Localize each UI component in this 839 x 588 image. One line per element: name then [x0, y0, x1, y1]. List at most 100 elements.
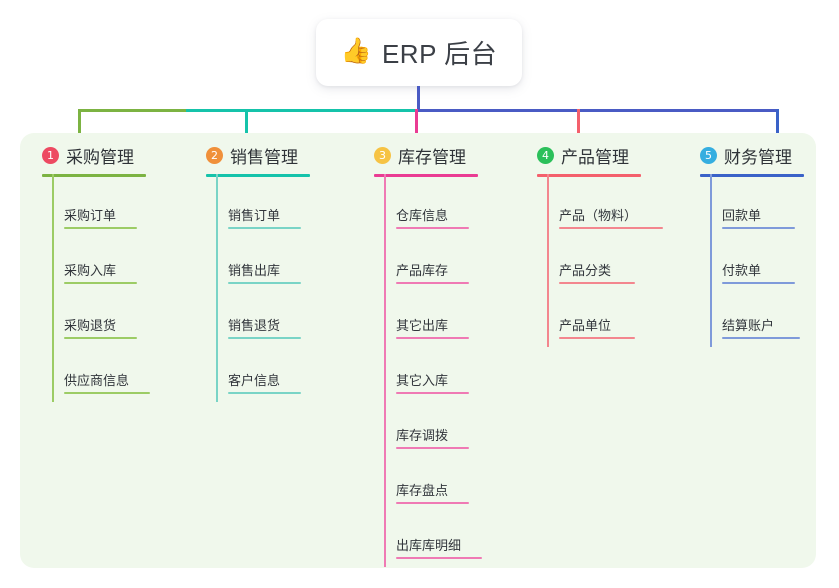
- column-header-rule-5: [700, 174, 804, 177]
- list-item-rule: [722, 227, 795, 229]
- root-node[interactable]: 👍 ERP 后台: [316, 19, 522, 86]
- list-item-label: 其它出库: [396, 318, 449, 333]
- connector-drop-4: [577, 109, 580, 145]
- list-item-rule: [396, 392, 469, 394]
- column-header-rule-3: [374, 174, 478, 177]
- list-item-rule: [228, 282, 301, 284]
- list-item-rule: [396, 502, 469, 504]
- list-item-rule: [228, 392, 301, 394]
- column-purchase-management: 1 采购管理 采购订单 采购入库 采购退货 供应商信息: [42, 133, 192, 568]
- list-item-label: 回款单: [722, 208, 762, 223]
- diagram-panel: [20, 133, 816, 568]
- list-item[interactable]: 库存调拨: [396, 415, 482, 449]
- list-item[interactable]: 产品（物料）: [559, 195, 677, 229]
- column-inventory-management: 3 库存管理 仓库信息 产品库存 其它出库 其它入库 库存调拨 库存盘点: [374, 133, 524, 568]
- list-item[interactable]: 仓库信息: [396, 195, 482, 229]
- list-item[interactable]: 采购退货: [64, 305, 150, 339]
- list-item[interactable]: 出库库明细: [396, 525, 496, 559]
- column-stem-5: [710, 174, 712, 347]
- list-item-label: 销售退货: [228, 318, 281, 333]
- list-item-label: 结算账户: [722, 318, 775, 333]
- list-item[interactable]: 客户信息: [228, 360, 314, 394]
- connector-bar-segment-blue: [417, 109, 778, 112]
- list-item-rule: [64, 282, 137, 284]
- list-item-rule: [559, 282, 635, 284]
- column-header-5[interactable]: 5 财务管理: [700, 143, 792, 168]
- list-item[interactable]: 付款单: [722, 250, 808, 284]
- column-header-rule-1: [42, 174, 146, 177]
- list-item-label: 仓库信息: [396, 208, 449, 223]
- thumbs-up-icon: 👍: [340, 37, 372, 65]
- column-product-management: 4 产品管理 产品（物料） 产品分类 产品单位: [537, 133, 697, 568]
- column-badge-5: 5: [700, 147, 717, 164]
- column-header-rule-4: [537, 174, 641, 177]
- list-item[interactable]: 产品分类: [559, 250, 645, 284]
- list-item-rule: [559, 337, 635, 339]
- list-item-label: 出库库明细: [396, 538, 462, 553]
- list-item-rule: [722, 337, 800, 339]
- connector-drop-2: [245, 109, 248, 145]
- list-item-label: 产品分类: [559, 263, 612, 278]
- list-item-rule: [64, 227, 137, 229]
- list-item-label: 库存盘点: [396, 483, 449, 498]
- list-item-rule: [396, 447, 469, 449]
- list-item-label: 产品单位: [559, 318, 612, 333]
- root-node-label: ERP 后台: [381, 39, 498, 69]
- list-item[interactable]: 回款单: [722, 195, 808, 229]
- list-item-label: 销售出库: [228, 263, 281, 278]
- connector-drop-3: [415, 109, 418, 145]
- list-item[interactable]: 产品库存: [396, 250, 482, 284]
- list-item[interactable]: 供应商信息: [64, 360, 164, 394]
- list-item[interactable]: 结算账户: [722, 305, 808, 339]
- list-item-label: 库存调拨: [396, 428, 449, 443]
- list-item-rule: [722, 282, 795, 284]
- list-item-label: 产品库存: [396, 263, 449, 278]
- column-header-2[interactable]: 2 销售管理: [206, 143, 298, 168]
- list-item[interactable]: 产品单位: [559, 305, 645, 339]
- list-item-rule: [396, 557, 482, 559]
- list-item[interactable]: 采购订单: [64, 195, 150, 229]
- column-stem-3: [384, 174, 386, 567]
- list-item-label: 客户信息: [228, 373, 281, 388]
- list-item[interactable]: 库存盘点: [396, 470, 482, 504]
- connector-bar-segment-green: [78, 109, 186, 112]
- list-item-label: 其它入库: [396, 373, 449, 388]
- column-badge-1: 1: [42, 147, 59, 164]
- list-item-label: 付款单: [722, 263, 762, 278]
- root-trunk-connector: [417, 86, 420, 111]
- list-item-label: 采购退货: [64, 318, 117, 333]
- list-item-label: 销售订单: [228, 208, 281, 223]
- list-item-rule: [396, 337, 469, 339]
- column-title-3: 库存管理: [398, 148, 466, 167]
- list-item[interactable]: 销售订单: [228, 195, 314, 229]
- list-item-rule: [228, 337, 301, 339]
- column-finance-management: 5 财务管理 回款单 付款单 结算账户: [700, 133, 839, 568]
- list-item[interactable]: 采购入库: [64, 250, 150, 284]
- list-item-label: 供应商信息: [64, 373, 130, 388]
- list-item-rule: [64, 392, 150, 394]
- list-item-rule: [559, 227, 663, 229]
- connector-drop-5: [776, 109, 779, 145]
- list-item-label: 产品（物料）: [559, 208, 638, 223]
- column-stem-1: [52, 174, 54, 402]
- list-item[interactable]: 销售退货: [228, 305, 314, 339]
- connector-bar-segment-teal: [186, 109, 417, 112]
- list-item[interactable]: 其它出库: [396, 305, 482, 339]
- column-header-3[interactable]: 3 库存管理: [374, 143, 466, 168]
- list-item-rule: [64, 337, 137, 339]
- list-item-rule: [396, 282, 469, 284]
- connector-drop-1: [78, 109, 81, 145]
- list-item[interactable]: 其它入库: [396, 360, 482, 394]
- column-stem-4: [547, 174, 549, 347]
- column-header-1[interactable]: 1 采购管理: [42, 143, 134, 168]
- column-title-4: 产品管理: [561, 148, 629, 167]
- column-badge-4: 4: [537, 147, 554, 164]
- list-item-rule: [396, 227, 469, 229]
- column-badge-3: 3: [374, 147, 391, 164]
- list-item[interactable]: 销售出库: [228, 250, 314, 284]
- column-badge-2: 2: [206, 147, 223, 164]
- list-item-rule: [228, 227, 301, 229]
- column-header-4[interactable]: 4 产品管理: [537, 143, 629, 168]
- column-title-5: 财务管理: [724, 148, 792, 167]
